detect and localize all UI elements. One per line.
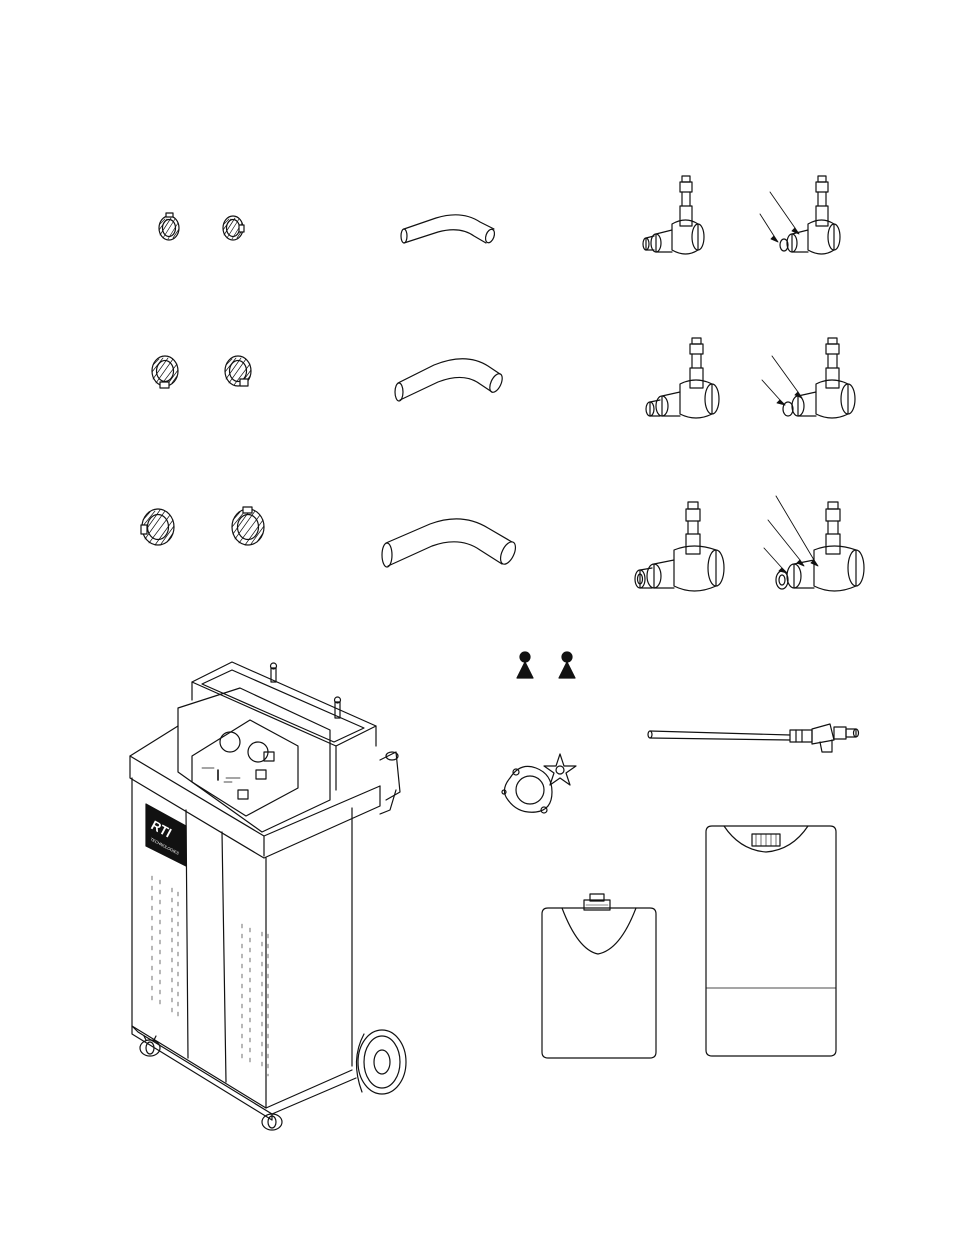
leader-lines	[762, 356, 802, 405]
elbow-hose-small	[401, 215, 496, 244]
hose-clamp-icon	[152, 356, 178, 388]
tee-adapter-icon	[635, 502, 724, 591]
hose-clamps-small	[159, 213, 244, 240]
leader-lines	[764, 496, 818, 573]
elbow-hose-medium	[395, 359, 505, 401]
adapter-fittings-medium	[646, 338, 855, 418]
gasket-and-star-insert	[502, 754, 576, 813]
small-jug	[542, 894, 656, 1058]
hose-clamp-icon	[159, 213, 179, 240]
tee-adapter-icon	[780, 176, 840, 254]
hose-clamp-icon	[223, 216, 244, 240]
cone-plugs	[517, 652, 575, 678]
star-insert-icon	[544, 754, 576, 785]
probe-icon	[648, 724, 859, 752]
cone-plug-icon	[517, 652, 533, 678]
probe-tool	[648, 724, 859, 752]
hose-clamp-icon	[225, 356, 251, 386]
tee-adapter-icon	[646, 338, 719, 418]
machine-icon: RTI TECHNOLOGIES	[130, 662, 406, 1130]
gasket-icon	[502, 766, 552, 813]
hose-clamp-icon	[141, 509, 174, 545]
tee-adapter-icon	[783, 338, 855, 418]
jug-icon	[542, 894, 656, 1058]
cone-plug-icon	[559, 652, 575, 678]
hose-clamp-icon	[232, 507, 264, 545]
coolant-service-machine: RTI TECHNOLOGIES	[130, 662, 406, 1130]
elbow-hose-large	[382, 519, 519, 567]
large-jug	[706, 826, 836, 1056]
hose-clamps-large	[141, 507, 264, 545]
hose-clamps-medium	[152, 356, 251, 388]
adapter-fittings-small	[643, 176, 840, 254]
adapter-fittings-large	[635, 496, 864, 591]
tee-adapter-icon	[643, 176, 704, 254]
jug-icon	[706, 826, 836, 1056]
